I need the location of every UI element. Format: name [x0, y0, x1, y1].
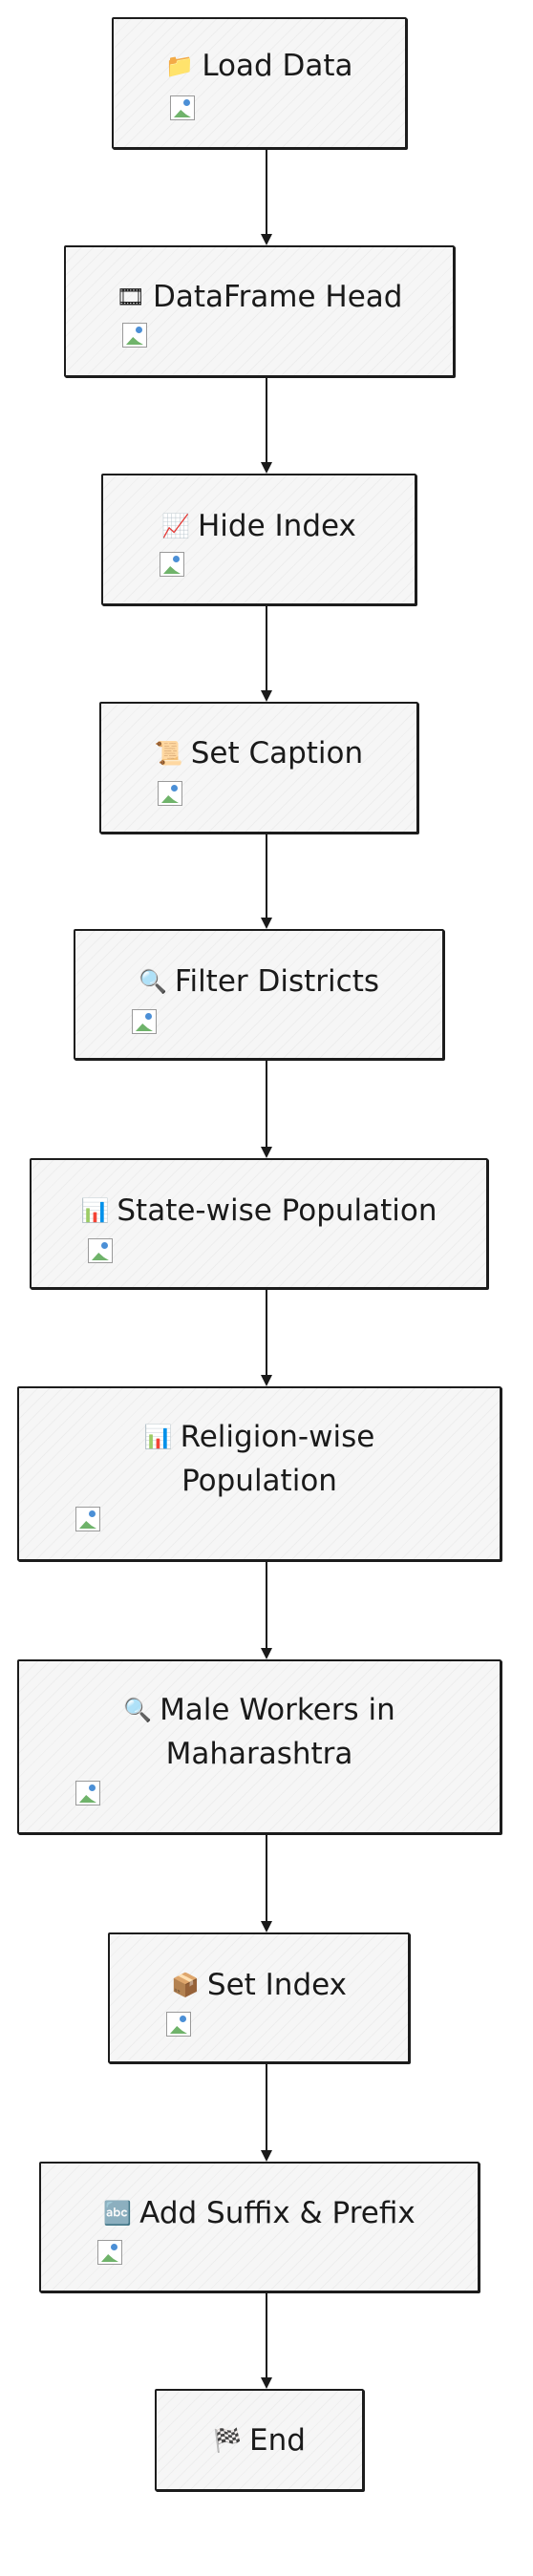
- node-text: Add Suffix & Prefix: [139, 2196, 416, 2230]
- node-label: 🔍 Male Workers in: [19, 1688, 500, 1732]
- node-label: 📊 Religion-wise: [19, 1415, 500, 1459]
- broken-image-icon: [122, 323, 147, 348]
- node-label: 🔤Add Suffix & Prefix: [41, 2191, 478, 2235]
- node-label: Population: [19, 1459, 500, 1503]
- broken-image-icon: [170, 95, 195, 120]
- node-hide-index[interactable]: 📈 Hide Index: [101, 474, 416, 605]
- node-dataframe-head[interactable]: 🎞 DataFrame Head: [64, 245, 455, 377]
- broken-image-icon: [132, 1009, 157, 1034]
- node-label: 🎞 DataFrame Head: [66, 275, 453, 319]
- ribbon-icon: 🎞: [116, 284, 145, 310]
- node-text: Load Data: [202, 49, 353, 83]
- node-text: End: [248, 2423, 306, 2458]
- node-male-workers-maharashtra[interactable]: 🔍 Male Workers in Maharashtra: [17, 1659, 501, 1834]
- magnifier-icon: 🔍: [123, 1697, 153, 1723]
- node-set-index[interactable]: 📦Set Index: [108, 1932, 410, 2063]
- node-text: Filter Districts: [174, 964, 379, 999]
- broken-image-icon: [166, 2012, 191, 2037]
- node-label: 📊 State-wise Population: [32, 1189, 486, 1233]
- node-text: Religion-wise: [180, 1420, 375, 1454]
- broken-image-icon: [88, 1238, 113, 1263]
- node-label: 🏁End: [157, 2418, 362, 2462]
- scroll-icon: 📜: [154, 740, 183, 767]
- node-text: Male Workers in: [160, 1693, 395, 1727]
- node-text: Population: [181, 1464, 337, 1498]
- node-label: Maharashtra: [19, 1732, 500, 1776]
- broken-image-icon: [158, 781, 182, 806]
- box-icon: 📦: [171, 1972, 200, 1998]
- folder-icon: 📁: [165, 53, 195, 79]
- node-filter-districts[interactable]: 🔍 Filter Districts: [74, 929, 444, 1060]
- broken-image-icon: [75, 1507, 100, 1531]
- abc-icon: 🔤: [103, 2200, 133, 2227]
- broken-image-icon: [97, 2240, 122, 2265]
- chart-increasing-icon: 📈: [161, 513, 190, 539]
- bar-chart-icon: 📊: [80, 1197, 110, 1224]
- node-text: Hide Index: [198, 509, 356, 543]
- node-text: Maharashtra: [165, 1737, 353, 1771]
- magnifier-icon: 🔍: [138, 968, 167, 995]
- node-label: 📦Set Index: [110, 1963, 408, 2007]
- node-text: State-wise Population: [117, 1193, 437, 1228]
- node-text: Set Caption: [190, 736, 364, 771]
- node-label: 🔍 Filter Districts: [75, 960, 442, 1003]
- node-label: 📜 Set Caption: [101, 731, 416, 775]
- node-text: Set Index: [206, 1968, 347, 2002]
- node-end[interactable]: 🏁End: [155, 2389, 364, 2491]
- node-label: 📁 Load Data: [114, 44, 405, 88]
- node-state-wise-population[interactable]: 📊 State-wise Population: [30, 1158, 488, 1289]
- node-set-caption[interactable]: 📜 Set Caption: [99, 702, 418, 834]
- bar-chart-icon: 📊: [143, 1424, 173, 1450]
- broken-image-icon: [160, 552, 184, 577]
- node-text: DataFrame Head: [152, 280, 403, 314]
- node-load-data[interactable]: 📁 Load Data: [112, 17, 407, 149]
- checkered-flag-icon: 🏁: [213, 2427, 242, 2454]
- broken-image-icon: [75, 1781, 100, 1805]
- node-label: 📈 Hide Index: [103, 504, 415, 548]
- node-add-suffix-prefix[interactable]: 🔤Add Suffix & Prefix: [39, 2162, 480, 2292]
